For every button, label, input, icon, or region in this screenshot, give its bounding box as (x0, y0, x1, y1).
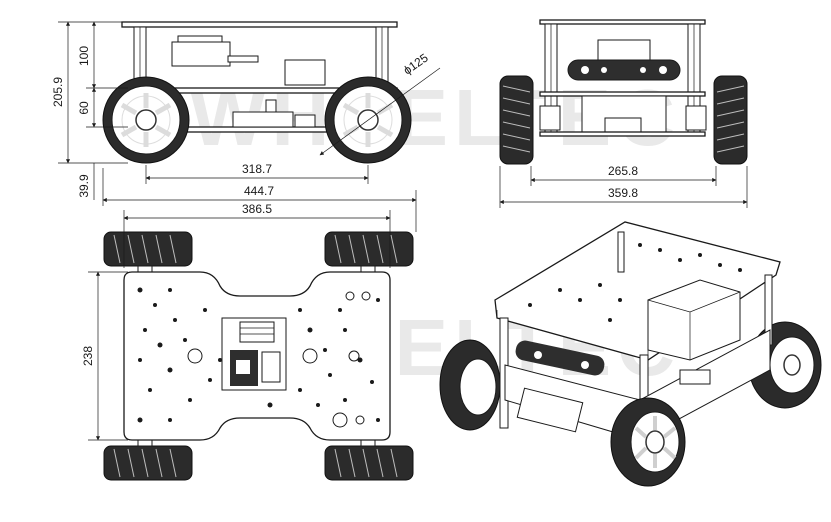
front-top-plate (539, 19, 706, 25)
isometric-view (439, 221, 822, 487)
front-wheel-right (713, 75, 748, 165)
side-controller-board (232, 111, 294, 128)
dim-length-total: 444.7 (244, 184, 274, 198)
top-wheel-front-left (103, 231, 193, 267)
side-top-plate (121, 21, 398, 28)
dim-track: 265.8 (608, 164, 638, 178)
dim-width: 359.8 (608, 186, 638, 200)
front-wheel-left (499, 75, 534, 165)
iso-lidar-box (647, 279, 741, 361)
front-depth-camera (567, 59, 681, 81)
side-wheel-left (102, 76, 190, 164)
top-wheel-front-right (324, 231, 414, 267)
dim-wheelbase: 318.7 (242, 162, 272, 176)
top-wheel-rear-left (103, 445, 193, 481)
side-lidar (171, 41, 231, 67)
top-view: 386.5 238 (81, 202, 414, 481)
iso-wheel-rear-left (439, 339, 501, 431)
dim-ground-clearance: 39.9 (77, 174, 91, 198)
dim-upper: 100 (77, 46, 91, 66)
side-view: ϕ125 205.9 100 60 39.9 318.7 444.7 (51, 21, 441, 232)
side-battery-box (284, 59, 326, 86)
top-wheel-rear-right (324, 445, 414, 481)
front-view: 265.8 359.8 (499, 19, 748, 208)
dim-plate-width: 238 (81, 346, 95, 366)
dim-plate-length: 386.5 (242, 202, 272, 216)
dim-lower: 60 (77, 101, 91, 115)
dim-height-total: 205.9 (51, 77, 65, 107)
iso-wheel-front-left (610, 397, 686, 487)
